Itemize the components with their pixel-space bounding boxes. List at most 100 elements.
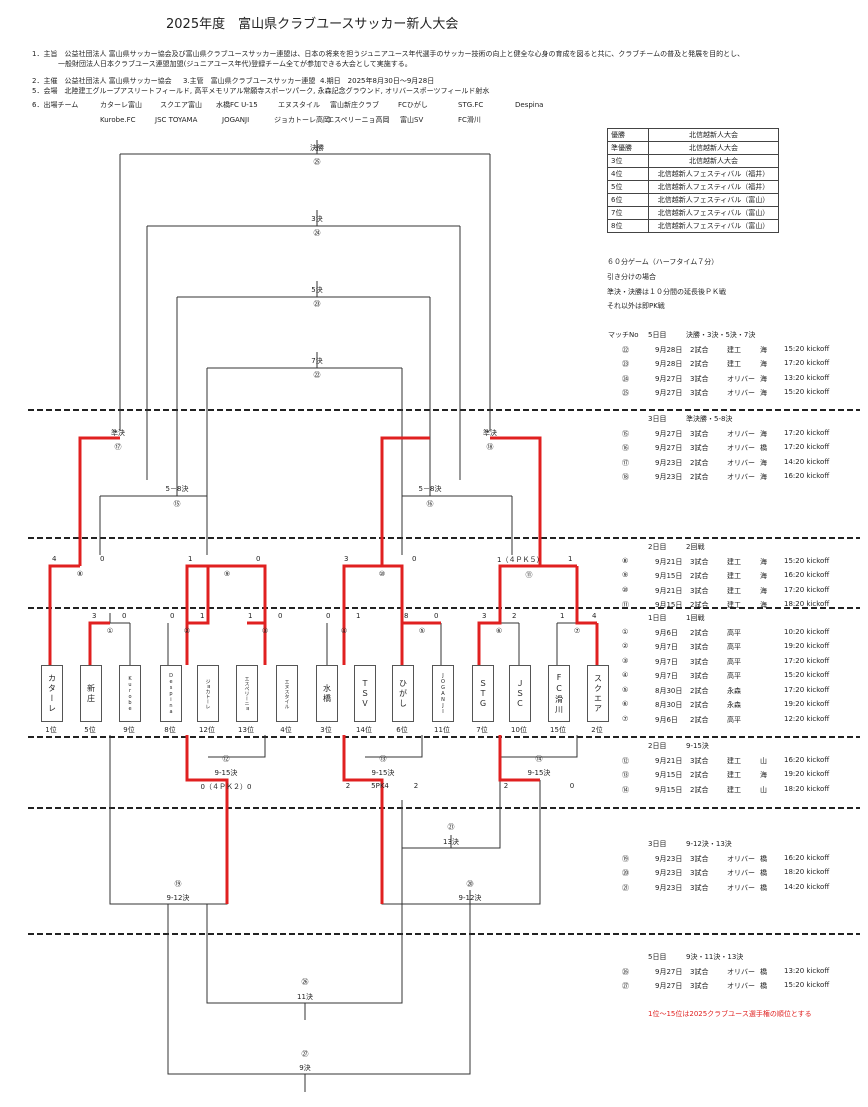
team-list-item: スクエア富山 xyxy=(160,101,202,109)
team-box: 水橋 xyxy=(316,665,338,722)
rule-4: それ以外は即PK戦 xyxy=(607,302,665,310)
team-box: Despina xyxy=(160,665,182,722)
schedule-cell: 海 xyxy=(760,473,767,481)
team-list-item: FC滑川 xyxy=(458,116,481,124)
rule-1: ６０分ゲーム（ハーフタイム７分） xyxy=(607,258,719,266)
team-box: FC滑川 xyxy=(548,665,570,722)
schedule-cell: 8月30日 xyxy=(655,701,683,709)
schedule-cell: 海 xyxy=(760,345,767,354)
label-58-left: 5－8決 xyxy=(165,485,189,493)
schedule-cell: 15:20 kickoff xyxy=(784,344,830,353)
score-r1: 1 xyxy=(248,612,253,620)
schedule-cell: 3試合 xyxy=(690,672,709,680)
schedule-cell: オリバー xyxy=(727,374,755,383)
schedule-cell: ⑭ xyxy=(622,785,629,794)
schedule-header-cell: 3日目 xyxy=(648,840,667,848)
ranking-row: 6位北信越新人フェスティバル（富山） xyxy=(607,193,779,207)
schedule-cell: 9月21日 xyxy=(655,756,683,765)
label-915-a: 9-15決 xyxy=(214,769,238,777)
schedule-header-cell: 2回戦 xyxy=(686,543,705,551)
schedule-cell: 山 xyxy=(760,785,767,794)
schedule-header-cell: 2日目 xyxy=(648,543,667,551)
schedule-cell: 2試合 xyxy=(690,345,709,354)
schedule-cell: 3試合 xyxy=(690,883,709,892)
rule-2: 引き分けの場合 xyxy=(607,273,656,281)
match-27: ㉗ xyxy=(301,1050,309,1058)
schedule-cell: ⑮ xyxy=(622,429,629,438)
team-box: 新庄 xyxy=(80,665,102,722)
team-list-item: Despina xyxy=(515,101,544,109)
schedule-cell: 海 xyxy=(760,586,767,595)
schedule-cell: オリバー xyxy=(727,982,755,990)
schedule-cell: 9月23日 xyxy=(655,869,683,877)
score-r2: 0 xyxy=(412,555,417,563)
info-purpose-2: 一般財団法人日本クラブユース連盟加盟(ジュニアユース年代)登録チーム全てが参加で… xyxy=(58,60,412,68)
schedule-cell: ⑦ xyxy=(622,714,629,723)
schedule-cell: ㉔ xyxy=(622,374,629,383)
schedule-cell: 9月27日 xyxy=(655,389,683,397)
schedule-cell: 9月15日 xyxy=(655,601,683,609)
label-third: 3決 xyxy=(311,215,323,223)
schedule-cell: ㉖ xyxy=(622,967,629,976)
schedule-cell: オリバー xyxy=(727,967,755,976)
schedule-cell: オリバー xyxy=(727,444,755,452)
label-semi-left: 準決 xyxy=(111,429,125,437)
schedule-cell: 3試合 xyxy=(690,429,709,438)
schedule-cell: 13:20 kickoff xyxy=(784,373,830,382)
schedule-cell: 9月27日 xyxy=(655,982,683,990)
schedule-cell: 15:20 kickoff xyxy=(784,388,830,396)
ranking-row: 8位北信越新人フェスティバル（富山） xyxy=(607,219,779,233)
score-r1: 4 xyxy=(592,612,597,620)
schedule-cell: 2試合 xyxy=(690,572,709,580)
team-box: ＳＴＧ xyxy=(472,665,494,722)
schedule-cell: オリバー xyxy=(727,429,755,438)
schedule-header-cell: 9-15決 xyxy=(686,742,709,750)
team-box: ジョカトーレ xyxy=(197,665,219,722)
info-purpose: 1．主旨 公益社団法人 富山県サッカー協会及び富山県クラブユースサッカー連盟は、… xyxy=(32,50,745,58)
label-912-a: 9-12決 xyxy=(166,894,190,902)
schedule-cell: 17:20 kickoff xyxy=(784,685,830,694)
team-seed: 10位 xyxy=(511,726,527,734)
schedule-cell: 建工 xyxy=(727,785,741,794)
schedule-cell: 2試合 xyxy=(690,458,709,467)
score-r1: 3 xyxy=(92,612,97,620)
schedule-cell: 永森 xyxy=(727,701,741,709)
schedule-cell: 15:20 kickoff xyxy=(784,981,830,989)
team-seed: 12位 xyxy=(199,726,215,734)
score-m14-a: 2 xyxy=(503,782,509,790)
score-m12: 0（４ＰＫ２）0 xyxy=(200,783,252,791)
schedule-cell: 9月21日 xyxy=(655,586,683,595)
schedule-cell: 9月7日 xyxy=(655,672,678,680)
team-box: ＪＳＣ xyxy=(509,665,531,722)
team-seed: 5位 xyxy=(84,726,96,734)
team-seed: 8位 xyxy=(164,726,176,734)
schedule-cell: 建工 xyxy=(727,557,741,566)
schedule-cell: オリバー xyxy=(727,473,755,481)
match-25: ㉕ xyxy=(313,158,321,166)
team-seed: 11位 xyxy=(434,726,450,734)
score-r1: 0 xyxy=(170,612,175,620)
schedule-cell: 9月15日 xyxy=(655,572,683,580)
match-24: ㉔ xyxy=(313,229,321,237)
team-list-item: エヌスタイル xyxy=(278,101,320,109)
match-20: ⑳ xyxy=(466,880,474,888)
schedule-cell: オリバー xyxy=(727,883,755,892)
score-r1: 3 xyxy=(482,612,487,620)
schedule-cell: 16:20 kickoff xyxy=(784,571,830,579)
rule-3: 準決・決勝は１０分間の延長後ＰＫ戦 xyxy=(607,288,726,296)
schedule-cell: 17:20 kickoff xyxy=(784,585,830,594)
score-r1: 2 xyxy=(512,612,517,620)
match-14: ⑭ xyxy=(535,755,543,763)
ranking-row: 5位北信越新人フェスティバル（福井） xyxy=(607,180,779,194)
schedule-cell: 建工 xyxy=(727,360,741,368)
schedule-cell: オリバー xyxy=(727,389,755,397)
score-r2: 0 xyxy=(256,555,261,563)
match-23: ㉓ xyxy=(313,300,321,308)
score-r2: 3 xyxy=(344,555,349,563)
team-list-item: カターレ富山 xyxy=(100,101,142,109)
schedule-cell: 17:20 kickoff xyxy=(784,359,830,367)
schedule-cell: 橋 xyxy=(760,444,767,452)
score-r1: 0 xyxy=(434,612,439,620)
schedule-cell: ④ xyxy=(622,671,629,679)
